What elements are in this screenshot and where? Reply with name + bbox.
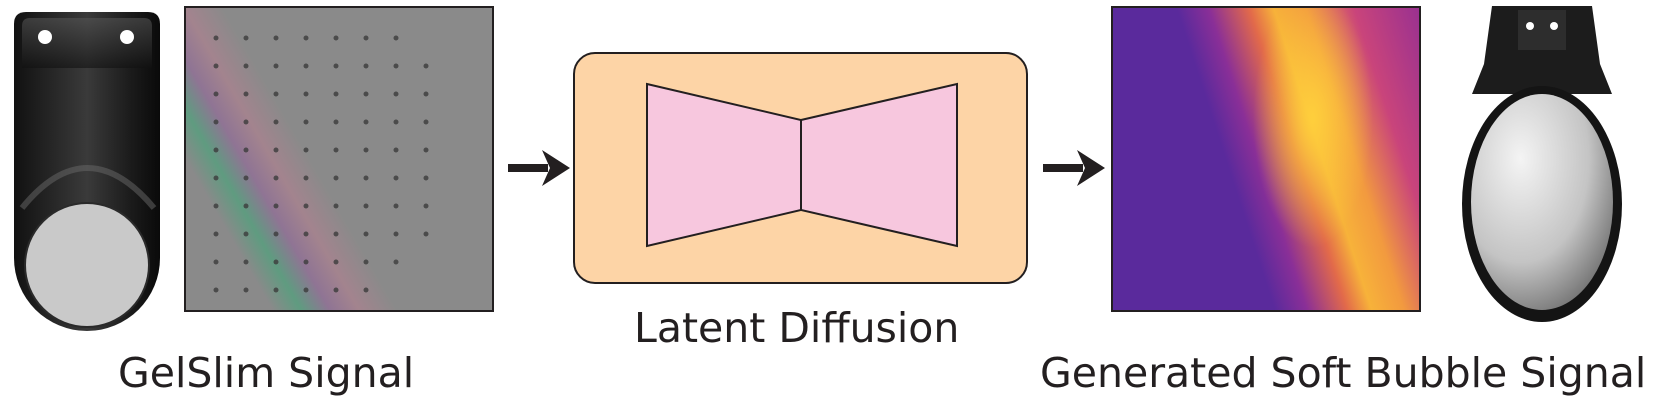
input-label: GelSlim Signal	[118, 349, 415, 397]
output-label: Generated Soft Bubble Signal	[1040, 349, 1647, 397]
gelslim-signal-image	[184, 6, 494, 312]
gelslim-sensor-icon	[14, 12, 160, 331]
latent-diffusion-block	[573, 52, 1028, 284]
soft-bubble-sensor-icon	[1462, 6, 1622, 322]
right-arrow-icon	[508, 150, 570, 186]
marker-dots	[213, 35, 429, 293]
model-label: Latent Diffusion	[634, 304, 960, 352]
soft-bubble-signal-image	[1111, 6, 1421, 312]
encoder-decoder-icon	[646, 82, 958, 248]
right-arrow-icon	[1043, 150, 1105, 186]
